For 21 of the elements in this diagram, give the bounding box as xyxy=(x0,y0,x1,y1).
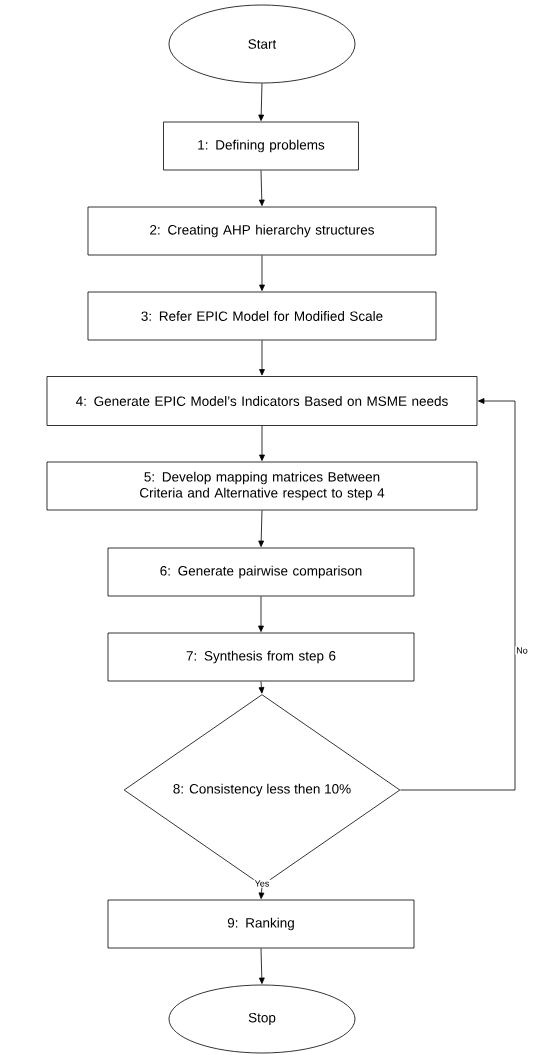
arrow xyxy=(259,425,265,461)
process-box: 5: Develop mapping matrices Between Criteria and Alternative respect to step 4 xyxy=(46,461,478,511)
arrow xyxy=(400,398,516,791)
process-box: 3: Refer EPIC Model for Modified Scale xyxy=(87,291,437,341)
arrow xyxy=(259,255,265,291)
process-box: 9: Ranking xyxy=(107,899,415,949)
arrow xyxy=(258,170,265,206)
arrow xyxy=(258,681,265,694)
arrow xyxy=(258,948,265,984)
edge-label: Yes xyxy=(253,879,271,888)
arrow xyxy=(258,510,265,547)
process-box: 2: Creating AHP hierarchy structures xyxy=(87,206,437,256)
arrow xyxy=(258,885,265,899)
process-box: 6: Generate pairwise comparison xyxy=(107,547,415,597)
process-box: 1: Defining problems xyxy=(163,121,359,171)
process-box: 7: Synthesis from step 6 xyxy=(107,632,415,682)
edge-label: No xyxy=(515,646,529,655)
arrow xyxy=(258,596,264,632)
process-box: 4: Generate EPIC Model’s Indicators Based on MSME needs xyxy=(46,376,478,426)
arrow xyxy=(258,83,265,121)
arrow xyxy=(259,340,265,376)
